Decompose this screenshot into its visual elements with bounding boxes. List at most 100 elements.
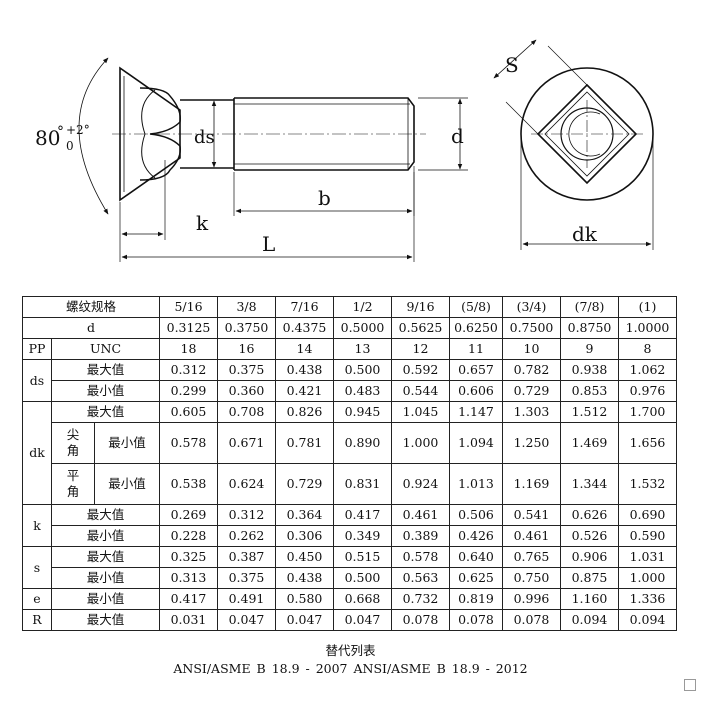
row-subheader: 最小值	[51, 380, 160, 402]
table-cell: 5/16	[159, 296, 218, 318]
table-cell: 1.344	[560, 463, 619, 505]
table-cell: 13	[333, 338, 392, 360]
table-row: e 最小值 0.417 0.491 0.580 0.668 0.732 0.81…	[22, 588, 677, 610]
table-cell: 1.512	[560, 401, 619, 423]
table-cell: 0.945	[333, 401, 392, 423]
table-cell: 0.438	[275, 567, 334, 589]
table-cell: 1.469	[560, 422, 619, 464]
table-cell: 9	[560, 338, 619, 360]
table-cell: 1.336	[618, 588, 677, 610]
table-cell: 0.831	[333, 463, 392, 505]
table-cell: 0.580	[275, 588, 334, 610]
table-cell: 0.626	[560, 504, 619, 526]
table-cell: 0.526	[560, 525, 619, 547]
d-label: d	[451, 124, 464, 148]
table-cell: 0.461	[502, 525, 561, 547]
table-cell: 0.924	[391, 463, 450, 505]
flat-corner-label: 平角	[51, 463, 95, 505]
table-cell: 0.541	[502, 504, 561, 526]
table-cell: 1.094	[449, 422, 503, 464]
table-cell: 0.590	[618, 525, 677, 547]
row-subheader: 最小值	[51, 567, 160, 589]
table-cell: 0.375	[217, 567, 276, 589]
b-label: b	[318, 186, 331, 210]
table-cell: 0.976	[618, 380, 677, 402]
table-row: PP UNC 18 16 14 13 12 11 10 9 8	[22, 338, 677, 360]
table-cell: (3/4)	[502, 296, 561, 318]
table-cell: 0.578	[391, 546, 450, 568]
table-row: s 最大值 0.325 0.387 0.450 0.515 0.578 0.64…	[22, 546, 677, 589]
table-cell: 1.045	[391, 401, 450, 423]
table-row: 螺纹规格 5/16 3/8 7/16 1/2 9/16 (5/8) (3/4) …	[22, 296, 677, 318]
table-cell: 16	[217, 338, 276, 360]
table-cell: 0.421	[275, 380, 334, 402]
table-row: 平角 最小值 0.538 0.624 0.729 0.831 0.924 1.0…	[23, 463, 677, 505]
k-label: k	[196, 211, 209, 235]
table-cell: 0.349	[333, 525, 392, 547]
table-cell: (1)	[618, 296, 677, 318]
row-header: 螺纹规格	[22, 296, 160, 318]
table-cell: 8	[618, 338, 677, 360]
table-cell: 0.671	[217, 422, 276, 464]
table-cell: 0.781	[275, 422, 334, 464]
table-cell: 0.5000	[333, 317, 392, 339]
table-cell: 0.094	[618, 609, 677, 631]
table-cell: 0.3750	[217, 317, 276, 339]
table-row: dk 最大值 0.605 0.708 0.826 0.945 1.045 1.1…	[22, 401, 677, 505]
row-subheader: 最小值	[51, 525, 160, 547]
row-header: d	[22, 317, 160, 339]
table-cell: 0.668	[333, 588, 392, 610]
angle-degree-label: °	[57, 124, 64, 140]
table-cell: 0.538	[159, 463, 218, 505]
table-cell: 1.656	[618, 422, 677, 464]
table-cell: 3/8	[217, 296, 276, 318]
table-cell: 0.853	[560, 380, 619, 402]
table-cell: 1.013	[449, 463, 503, 505]
caption-standards: ANSI/ASME B 18.9 - 2007 ANSI/ASME B 18.9…	[173, 661, 528, 676]
bolt-side-view	[119, 66, 415, 202]
table-cell: 12	[391, 338, 450, 360]
table-cell: 0.3125	[159, 317, 218, 339]
table-cell: 0.269	[159, 504, 218, 526]
table-cell: 0.515	[333, 546, 392, 568]
ds-label: ds	[194, 127, 215, 148]
table-cell: 0.450	[275, 546, 334, 568]
dimension-table: 螺纹规格 5/16 3/8 7/16 1/2 9/16 (5/8) (3/4) …	[22, 296, 677, 631]
table-cell: 0.690	[618, 504, 677, 526]
table-cell: 0.500	[333, 567, 392, 589]
table-cell: 0.500	[333, 359, 392, 381]
table-cell: 0.094	[560, 609, 619, 631]
table-cell: 0.906	[560, 546, 619, 568]
table-row: d 0.3125 0.3750 0.4375 0.5000 0.5625 0.6…	[22, 317, 677, 339]
table-cell: 0.262	[217, 525, 276, 547]
table-cell: 1.147	[449, 401, 503, 423]
table-cell: 14	[275, 338, 334, 360]
row-subheader: 最小值	[51, 588, 160, 610]
table-cell: 1.062	[618, 359, 677, 381]
table-cell: 0.325	[159, 546, 218, 568]
table-cell: 11	[449, 338, 503, 360]
table-cell: 0.890	[333, 422, 392, 464]
row-header: e	[22, 588, 52, 610]
row-header: R	[22, 609, 52, 631]
row-subheader: 最大值	[51, 504, 160, 526]
table-cell: 0.387	[217, 546, 276, 568]
table-cell: 0.5625	[391, 317, 450, 339]
table-cell: 0.364	[275, 504, 334, 526]
table-cell: 0.306	[275, 525, 334, 547]
table-cell: 0.606	[449, 380, 503, 402]
table-cell: 1.700	[618, 401, 677, 423]
table-cell: 0.031	[159, 609, 218, 631]
table-cell: 0.417	[159, 588, 218, 610]
angle-main-label: 80	[35, 126, 60, 150]
table-cell: 0.461	[391, 504, 450, 526]
table-cell: 0.6250	[449, 317, 503, 339]
table-cell: 0.312	[159, 359, 218, 381]
table-cell: 0.426	[449, 525, 503, 547]
row-header: s	[22, 546, 52, 589]
table-cell: 0.640	[449, 546, 503, 568]
table-cell: 0.938	[560, 359, 619, 381]
table-cell: 0.624	[217, 463, 276, 505]
table-row: k 最大值 0.269 0.312 0.364 0.417 0.461 0.50…	[22, 504, 677, 547]
table-cell: 9/16	[391, 296, 450, 318]
